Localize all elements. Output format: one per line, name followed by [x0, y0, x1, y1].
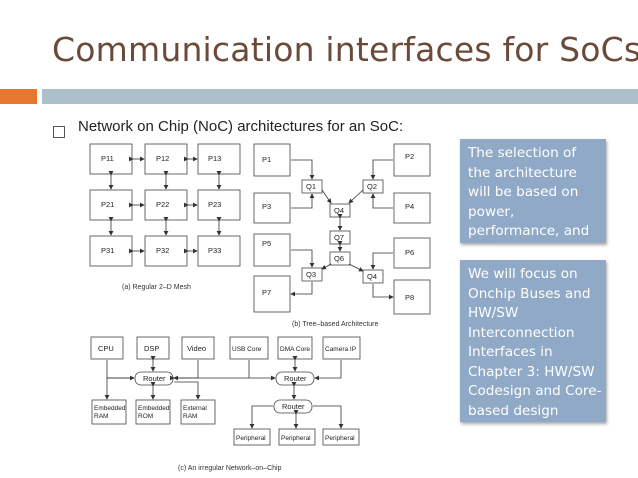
- callout-focus: We will focus on Onchip Buses and HW/SW …: [460, 260, 606, 422]
- irregular-node: DMA Core: [280, 346, 310, 353]
- tree-router: Q3: [306, 270, 316, 279]
- tree-node: P7: [262, 288, 271, 297]
- irregular-router: Router: [143, 374, 166, 383]
- tree-node: P4: [405, 202, 414, 211]
- irregular-node: Camera IP: [325, 346, 356, 353]
- tree-diagram: P1 P2 P3 P4 P5 P6 P7 P8 Q1 Q2 Q4 Q7 Q6 Q…: [253, 143, 431, 328]
- tree-router: Q4: [367, 272, 377, 281]
- bullet-text: Network on Chip (NoC) architectures for …: [78, 118, 404, 135]
- mesh-node: P21: [101, 200, 114, 209]
- tree-caption: (b) Tree–based Architecture: [292, 321, 378, 328]
- mesh-node: P33: [208, 246, 221, 255]
- tree-node: P3: [262, 202, 271, 211]
- irregular-router: Router: [284, 374, 307, 383]
- irregular-router: Router: [282, 402, 305, 411]
- tree-node: P6: [405, 248, 414, 257]
- tree-router: Q6: [334, 254, 344, 263]
- mesh-node: P13: [208, 154, 221, 163]
- slide-title: Communication interfaces for SoCs: [52, 30, 638, 69]
- irregular-node: USB Core: [232, 346, 262, 353]
- irregular-noc-diagram: CPU DSP Video USB Core DMA Core Camera I…: [90, 336, 361, 472]
- mesh-node: P22: [156, 200, 169, 209]
- tree-router: Q4: [334, 206, 344, 215]
- irregular-node: CPU: [98, 344, 114, 353]
- mesh-node: P12: [156, 154, 169, 163]
- irregular-node: Peripheral: [236, 435, 266, 442]
- mesh-node: P11: [101, 154, 114, 163]
- irregular-node: Peripheral: [281, 435, 311, 442]
- bullet-square-icon: [53, 126, 65, 138]
- accent-bar-blue: [42, 89, 638, 104]
- accent-bar-orange: [0, 89, 37, 104]
- tree-node: P8: [405, 293, 414, 302]
- mesh-diagram: P11 P12 P13 P21 P22 P23 P31 P32 P33 (a) …: [89, 143, 241, 291]
- tree-router: Q1: [306, 182, 316, 191]
- mesh-node: P32: [156, 246, 169, 255]
- mesh-node: P23: [208, 200, 221, 209]
- tree-router: Q7: [334, 233, 344, 242]
- tree-router: Q2: [367, 182, 377, 191]
- mesh-caption: (a) Regular 2–D Mesh: [122, 284, 191, 291]
- irregular-caption: (c) An irregular Network–on–Chip: [178, 465, 282, 472]
- irregular-node: DSP: [144, 344, 159, 353]
- tree-node: P5: [262, 239, 271, 248]
- irregular-node: Peripheral: [325, 435, 355, 442]
- tree-node: P1: [262, 155, 271, 164]
- callout-focus-text: We will focus on Onchip Buses and HW/SW …: [468, 266, 602, 419]
- mesh-node: P31: [101, 246, 114, 255]
- callout-selection: The selection of the architecture will b…: [460, 139, 606, 278]
- tree-node: P2: [405, 152, 414, 161]
- irregular-node: Video: [187, 344, 206, 353]
